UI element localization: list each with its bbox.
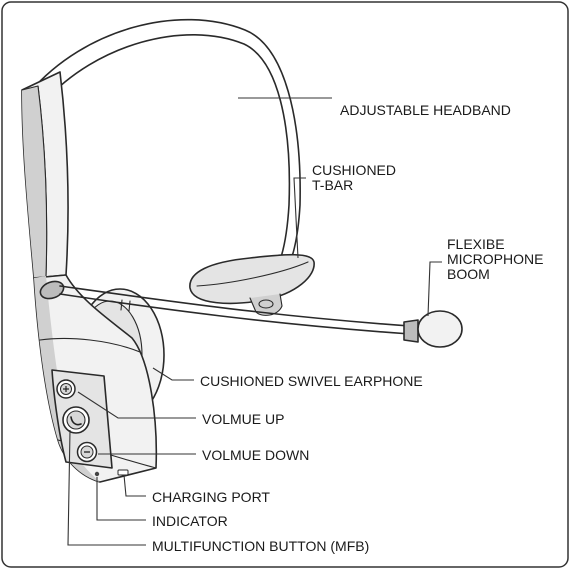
label-microphone-boom-line3: BOOM	[447, 266, 490, 282]
label-microphone-boom-line2: MICROPHONE	[447, 251, 543, 267]
indicator-light	[95, 472, 99, 476]
label-volume-down: VOLMUE DOWN	[202, 447, 309, 463]
label-charging-port: CHARGING PORT	[152, 489, 270, 505]
labels: ADJUSTABLE HEADBAND CUSHIONED T-BAR FLEX…	[152, 102, 543, 554]
charging-port[interactable]	[118, 470, 128, 475]
volume-down-button[interactable]	[78, 443, 97, 462]
adjustable-headband	[30, 20, 300, 272]
label-cushioned-t-bar-line1: CUSHIONED	[312, 162, 396, 178]
multifunction-button[interactable]	[63, 407, 89, 433]
label-adjustable-headband: ADJUSTABLE HEADBAND	[340, 102, 511, 118]
label-multifunction-button: MULTIFUNCTION BUTTON (MFB)	[152, 538, 369, 554]
label-indicator: INDICATOR	[152, 513, 228, 529]
label-volume-up: VOLMUE UP	[202, 411, 284, 427]
label-cushioned-swivel-earphone: CUSHIONED SWIVEL EARPHONE	[200, 373, 423, 389]
label-cushioned-t-bar-line2: T-BAR	[312, 177, 353, 193]
label-microphone-boom-line1: FLEXIBE	[447, 236, 505, 252]
volume-up-button[interactable]	[57, 380, 75, 398]
